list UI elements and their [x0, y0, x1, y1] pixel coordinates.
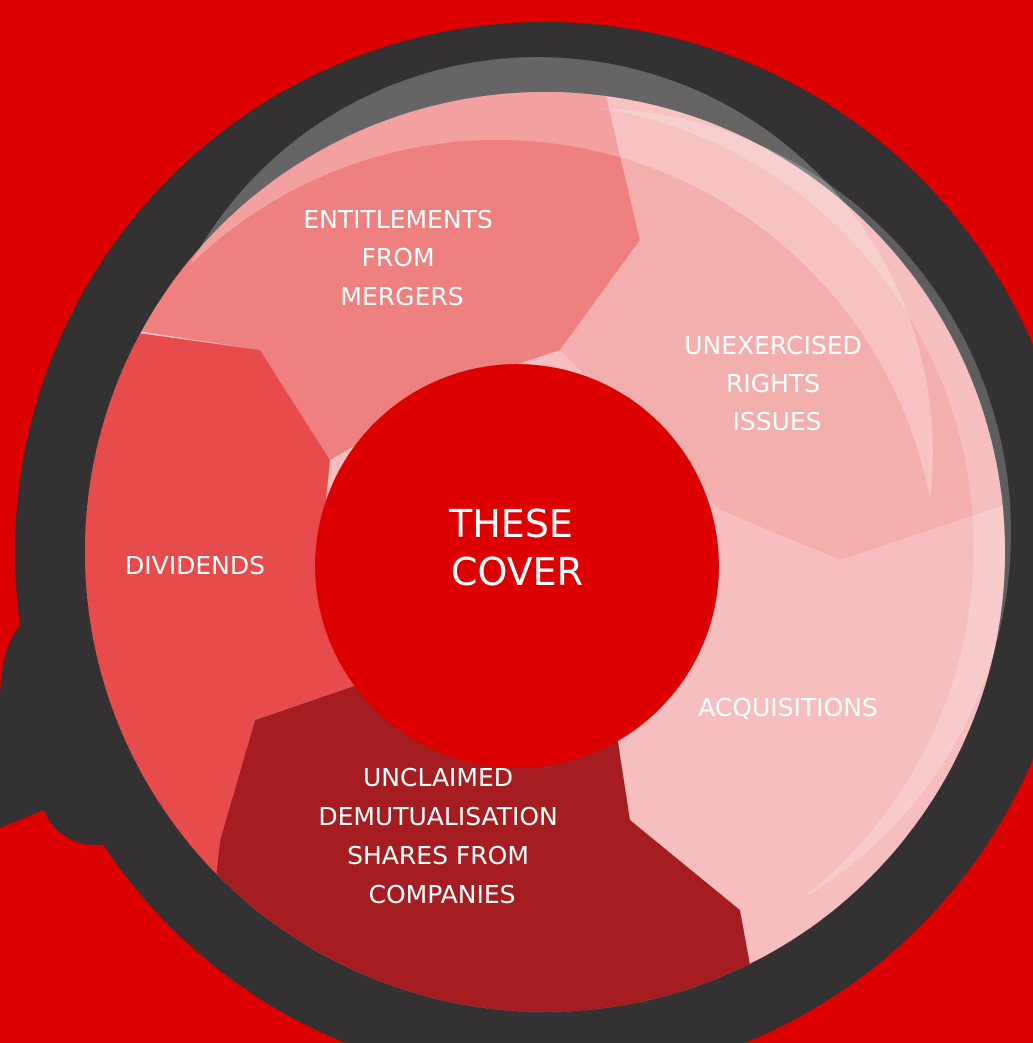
label-dividends-line-1: DIVIDENDS	[125, 551, 265, 580]
label-unclaimed-line-1: UNCLAIMED	[363, 763, 513, 792]
label-dividends: DIVIDENDS	[125, 551, 265, 580]
label-unclaimed-line-4: COMPANIES	[368, 880, 515, 909]
label-unclaimed: UNCLAIMED DEMUTUALISATION SHARES FROM CO…	[318, 763, 565, 909]
label-acquisitions-line-1: ACQUISITIONS	[698, 693, 878, 722]
center-circle	[315, 364, 719, 768]
lens-highlight-right	[600, 108, 1012, 900]
label-unexercised-line-2: RIGHTS	[726, 369, 820, 398]
label-entitlements-line-2: FROM	[362, 243, 435, 272]
label-entitlements-line-3: MERGERS	[340, 282, 463, 311]
label-unexercised-line-3: ISSUES	[732, 407, 821, 436]
segment-unclaimed	[200, 650, 760, 1012]
label-entitlements-line-1: ENTITLEMENTS	[303, 205, 492, 234]
center-label-line-1: THESE	[448, 502, 573, 546]
label-unclaimed-line-3: SHARES FROM	[347, 841, 529, 870]
label-unclaimed-line-2: DEMUTUALISATION	[318, 802, 557, 831]
label-acquisitions: ACQUISITIONS	[698, 693, 878, 722]
lens-highlight	[190, 57, 933, 500]
center-label: THESE COVER	[448, 502, 585, 594]
center-label-line-2: COVER	[451, 550, 583, 594]
label-unexercised: UNEXERCISED RIGHTS ISSUES	[684, 331, 870, 436]
label-unexercised-line-1: UNEXERCISED	[684, 331, 862, 360]
label-entitlements: ENTITLEMENTS FROM MERGERS	[303, 205, 500, 311]
